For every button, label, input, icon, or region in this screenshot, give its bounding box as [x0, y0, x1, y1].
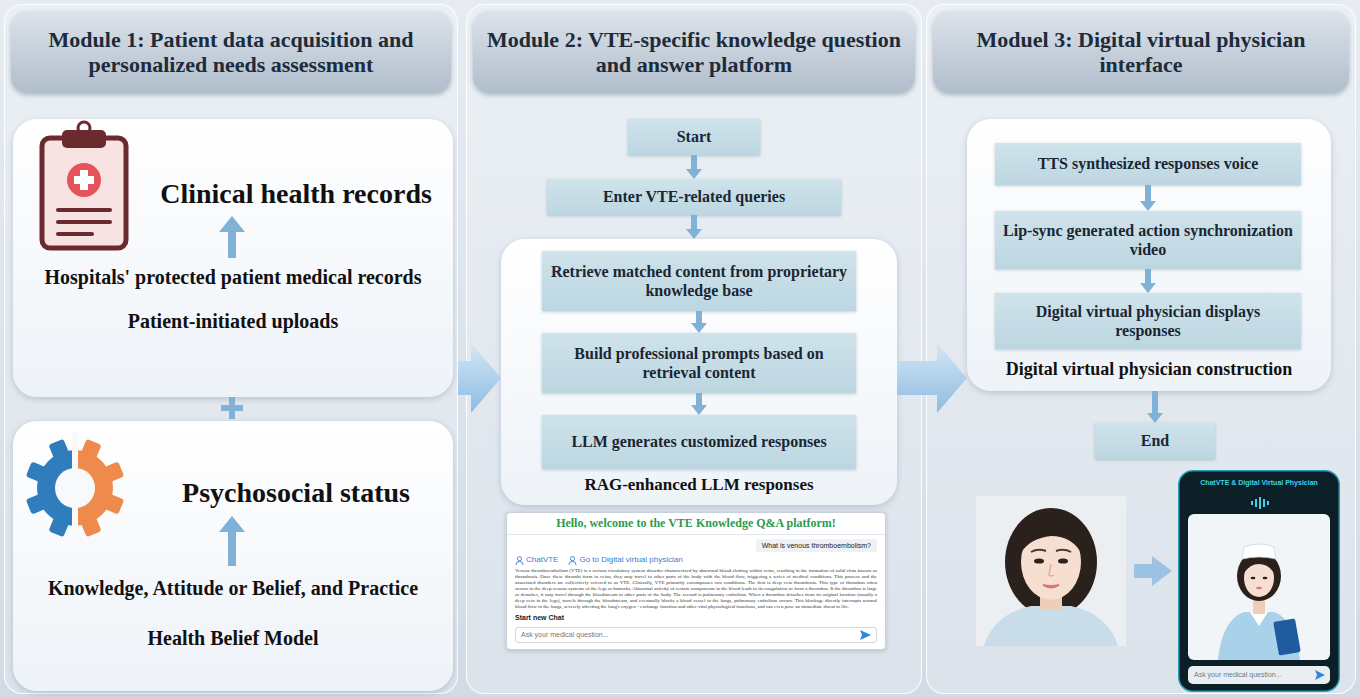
- person-icon: [515, 556, 524, 565]
- source-text: Patient-initiated uploads: [13, 309, 453, 333]
- box-label: Start: [677, 127, 712, 146]
- phone-mockup: ChatVTE & Digital Virtual Physician Ask …: [1178, 470, 1340, 692]
- flow-arrow: [1147, 391, 1163, 423]
- phone-header: ChatVTE & Digital Virtual Physician: [1184, 478, 1334, 487]
- plus-sign: [221, 397, 243, 419]
- phone-input: Ask your medical question...: [1194, 669, 1312, 681]
- module-arrow: [897, 343, 967, 413]
- person-icon: [568, 556, 577, 565]
- photo-arrow: [1134, 556, 1172, 586]
- process-box: Build professional prompts based on retr…: [542, 333, 856, 393]
- process-box: Retrieve matched content from proprietar…: [542, 251, 856, 311]
- chat-question-row: What is venous thromboembolism?: [515, 539, 877, 552]
- up-arrow: [219, 216, 245, 258]
- box-label: Digital virtual physician displays respo…: [1003, 302, 1293, 340]
- input-placeholder: Ask your medical question...: [521, 630, 609, 640]
- process-box: Enter VTE-related queries: [547, 179, 841, 215]
- chat-title: Hello, welcome to the VTE Knowledge Q&A …: [507, 516, 885, 531]
- box-label: Build professional prompts based on retr…: [550, 344, 848, 382]
- chat-input-slot: Ask your medical question...: [521, 630, 609, 640]
- flow-arrow: [691, 393, 707, 415]
- nurse-photo: [976, 496, 1126, 646]
- source-text: Hospitals' protected patient medical rec…: [13, 265, 453, 289]
- clipboard-icon: [42, 122, 126, 248]
- card-title: Psychosocial status: [143, 476, 449, 510]
- content-card: Digital virtual physician construction TT…: [967, 119, 1331, 391]
- box-label: Retrieve matched content from proprietar…: [550, 262, 848, 300]
- chat-answer-text: Venous thromboembolism (VTE) is a seriou…: [515, 568, 877, 610]
- chat-name-row: ChatVTE Go to Digital virtual physician: [515, 555, 877, 565]
- box-label: End: [1141, 431, 1169, 450]
- module-heading: Moduel 3: Digital virtual physician inte…: [933, 11, 1349, 93]
- send-icon: [860, 630, 871, 640]
- module-heading: Module 2: VTE-specific knowledge questio…: [473, 11, 915, 93]
- chat-name-slot: ChatVTE: [526, 555, 568, 565]
- card-caption: RAG-enhanced LLM responses: [501, 475, 897, 495]
- module-arrow: [458, 343, 501, 413]
- chat-input-box: Ask your medical question...: [515, 627, 877, 643]
- input-placeholder: Ask your medical question...: [1194, 669, 1312, 681]
- flow-arrow: [1140, 185, 1156, 211]
- up-arrow: [219, 516, 245, 566]
- flow-arrow: [686, 155, 702, 179]
- gear-icon: [26, 432, 125, 544]
- flow-arrow: [686, 215, 702, 239]
- chat-name: ChatVTE: [526, 555, 558, 565]
- process-box: Digital virtual physician displays respo…: [995, 293, 1301, 349]
- process-box: TTS synthesized responses voice: [995, 143, 1301, 185]
- box-label: Enter VTE-related queries: [603, 187, 785, 206]
- chat-link-slot: Go to Digital virtual physician: [579, 555, 692, 565]
- chat-link: Go to Digital virtual physician: [579, 555, 682, 565]
- box-label: LLM generates customized responses: [571, 432, 826, 451]
- content-card: RAG-enhanced LLM responses Retrieve match…: [501, 239, 897, 505]
- terminal-box: Start: [628, 119, 760, 155]
- box-label: Lip-sync generated action synchronizatio…: [1003, 221, 1293, 259]
- phone-title: ChatVTE & Digital Virtual Physician: [1184, 478, 1334, 487]
- chat-answer: Venous thromboembolism (VTE) is a seriou…: [515, 568, 877, 610]
- chat-new-row: Start new Chat: [515, 613, 877, 622]
- chat-screenshot: Hello, welcome to the VTE Knowledge Q&A …: [506, 512, 886, 650]
- flow-arrow: [691, 311, 707, 333]
- process-box: LLM generates customized responses: [542, 415, 856, 469]
- content-card: Psychosocial statusKnowledge, Attitude o…: [13, 421, 453, 691]
- module-heading: Module 1: Patient data acquisition and p…: [11, 11, 451, 93]
- box-label: TTS synthesized responses voice: [1038, 154, 1259, 173]
- card-title: Clinical health records: [143, 177, 449, 211]
- source-text: Health Belief Model: [13, 626, 453, 650]
- terminal-box: End: [1095, 423, 1215, 459]
- card-caption: Digital virtual physician construction: [967, 359, 1331, 381]
- source-text: Knowledge, Attitude or Belief, and Pract…: [13, 576, 453, 600]
- process-box: Lip-sync generated action synchronizatio…: [995, 211, 1301, 269]
- phone-screen: [1178, 470, 1340, 692]
- chat-header: Hello, welcome to the VTE Knowledge Q&A …: [507, 513, 885, 535]
- chat-new-button: Start new Chat: [515, 613, 877, 622]
- flow-arrow: [1140, 269, 1156, 293]
- chat-question: What is venous thromboembolism?: [756, 539, 877, 552]
- module-panel: Module 1: Patient data acquisition and p…: [4, 4, 458, 694]
- content-card: Clinical health recordsHospitals' protec…: [13, 119, 453, 397]
